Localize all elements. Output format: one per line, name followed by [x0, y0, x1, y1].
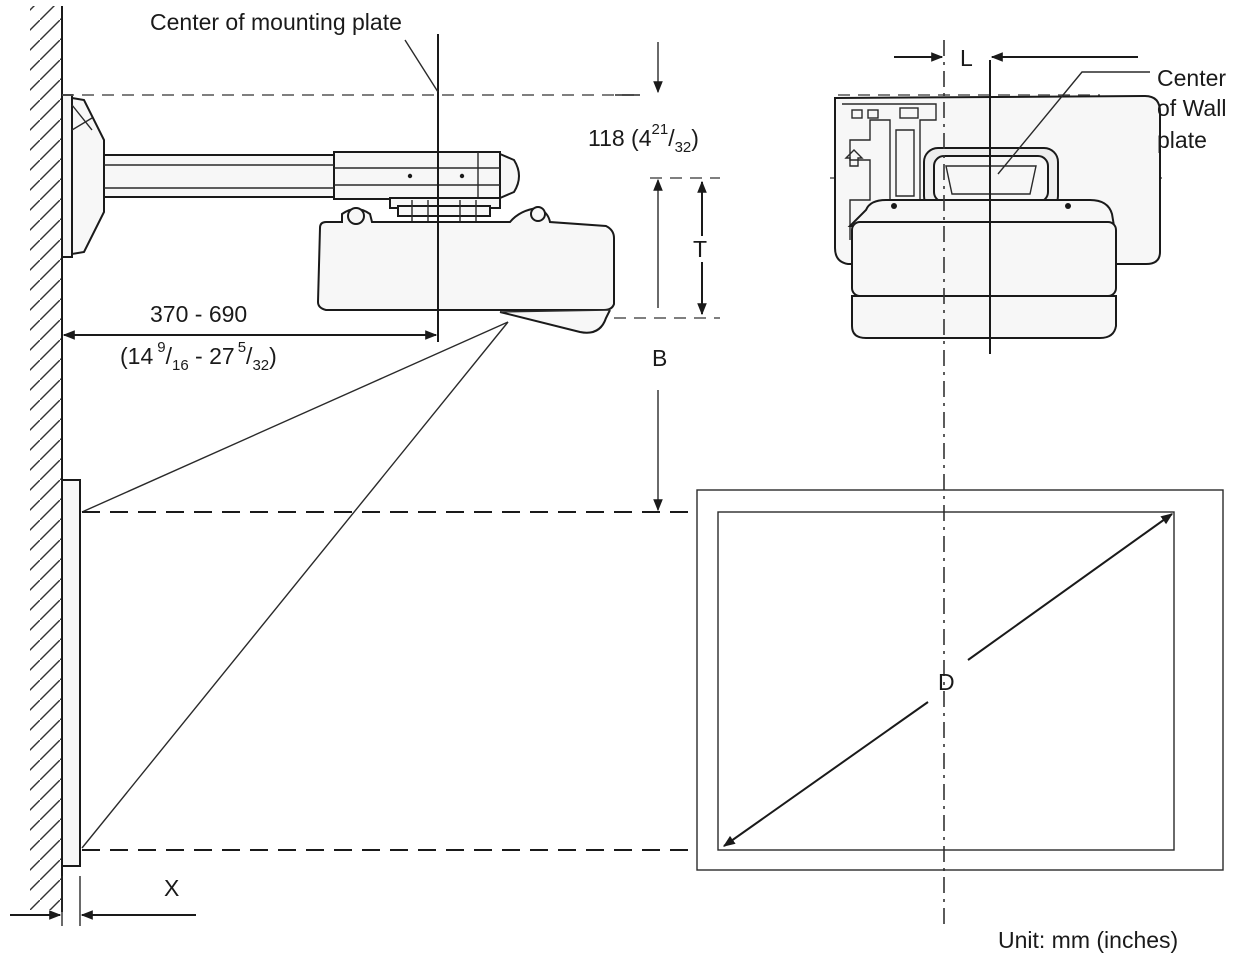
screen-side — [61, 479, 81, 867]
dimension-X: X — [10, 875, 196, 926]
front-view — [834, 94, 1161, 339]
screen-front: D — [696, 489, 1224, 871]
dim-370-690-text: 370 - 690 — [150, 301, 247, 327]
dim-L-label: L — [960, 45, 973, 71]
dim-D-label: D — [938, 669, 955, 695]
dimension-T: T — [693, 180, 707, 316]
dim-X-label: X — [164, 875, 179, 901]
wall — [30, 6, 63, 912]
center-wall-plate-label-2: of Wall — [1157, 95, 1226, 121]
projector-side — [316, 206, 615, 334]
dimension-118: 118 (421/32) — [588, 42, 699, 512]
center-wall-plate-label-1: Center — [1157, 65, 1226, 91]
projection-rays — [81, 321, 509, 849]
center-wall-plate-label-3: plate — [1157, 127, 1207, 153]
dimension-L: L — [894, 45, 1138, 71]
dim-B-label: B — [652, 345, 667, 371]
dim-118-text: 118 (421/32) — [588, 121, 699, 156]
mount-arm-side — [61, 94, 520, 258]
dim-T-label: T — [693, 236, 707, 262]
center-mounting-plate-label: Center of mounting plate — [150, 9, 402, 35]
unit-label: Unit: mm (inches) — [998, 927, 1178, 953]
